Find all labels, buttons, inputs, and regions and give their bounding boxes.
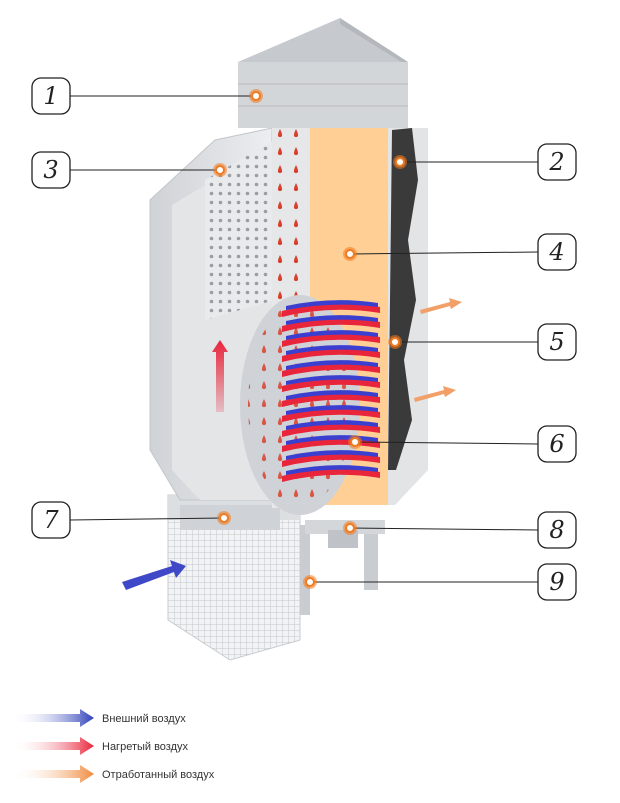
callout-number: 5 — [549, 328, 564, 356]
callout-box — [537, 143, 577, 181]
legend-label: Отработанный воздух — [102, 769, 215, 781]
cold-fin — [286, 465, 378, 475]
cold-fin — [286, 315, 378, 325]
callout-8: 8 — [343, 511, 577, 549]
callout-2: 2 — [393, 143, 577, 181]
perforated-panel — [205, 140, 275, 320]
support-frame — [296, 520, 385, 615]
callout-6: 6 — [348, 425, 577, 463]
leader-line — [69, 517, 225, 521]
callout-number: 3 — [43, 156, 58, 184]
callout-box — [31, 501, 71, 539]
marker-dot — [251, 91, 261, 101]
marker-dot — [219, 513, 229, 523]
cold-fin — [286, 345, 378, 355]
callout-1: 1 — [31, 77, 263, 115]
cold-fin — [286, 450, 378, 460]
air-intake-section — [167, 494, 301, 661]
callout-box — [537, 323, 577, 361]
callout-box — [31, 151, 71, 189]
flow-arrows — [122, 298, 462, 590]
callout-number: 2 — [548, 148, 564, 176]
callout-4: 4 — [343, 233, 577, 271]
callout-5: 5 — [388, 323, 577, 361]
hot-fin — [282, 363, 380, 377]
marker-dot — [395, 157, 405, 167]
marker-dot — [345, 523, 355, 533]
hot-fin — [282, 348, 380, 362]
roof — [238, 18, 408, 128]
heated-air-up-arrow — [212, 340, 228, 412]
leader-line — [354, 441, 539, 445]
cold-fin — [286, 360, 378, 370]
cold-fin — [286, 330, 378, 340]
callout-number: 7 — [43, 506, 59, 534]
legend-arrow-icon — [12, 709, 94, 727]
hot-fin — [282, 453, 380, 467]
cold-fin — [286, 300, 378, 310]
marker-dot — [215, 165, 225, 175]
legend-label: Нагретый воздух — [102, 741, 189, 753]
marker-dot — [390, 337, 400, 347]
callout-number: 8 — [549, 516, 564, 544]
exhaust-arrow-upper — [420, 298, 462, 314]
cold-fin — [286, 420, 378, 430]
legend-item: Нагретый воздух — [12, 737, 189, 755]
hot-fin — [282, 408, 380, 422]
callout-number: 9 — [549, 568, 564, 596]
legend-arrow-icon — [12, 737, 94, 755]
right-wall — [388, 128, 428, 505]
hot-fin — [282, 303, 380, 317]
callout-layer: 1 2 3 4 5 6 7 8 9 — [31, 77, 577, 601]
marker-dot — [345, 249, 355, 259]
legend-item: Внешний воздух — [12, 709, 186, 727]
callout-7: 7 — [31, 501, 231, 539]
callout-number: 4 — [548, 238, 564, 266]
hot-fin — [282, 318, 380, 332]
cold-fin — [286, 405, 378, 415]
marker-dot — [350, 437, 360, 447]
hot-fin — [282, 423, 380, 437]
callout-3: 3 — [31, 151, 227, 189]
hot-fin — [282, 393, 380, 407]
cold-fin — [286, 375, 378, 385]
callout-box — [537, 511, 577, 549]
callout-box — [537, 563, 577, 601]
leader-line — [349, 527, 539, 531]
callout-box — [537, 233, 577, 271]
hot-fin — [282, 333, 380, 347]
legend-arrow-icon — [12, 765, 94, 783]
cold-fin — [286, 390, 378, 400]
legend-label: Внешний воздух — [102, 713, 186, 725]
leader-line — [349, 251, 539, 255]
heat-exchanger — [240, 295, 380, 515]
callout-box — [31, 77, 71, 115]
marker-dot — [305, 577, 315, 587]
callout-number: 1 — [43, 82, 58, 110]
callout-number: 6 — [549, 430, 564, 458]
outside-air-inlet-arrow — [122, 560, 186, 590]
callout-9: 9 — [303, 563, 577, 601]
legend-item: Отработанный воздух — [12, 765, 215, 783]
callout-box — [537, 425, 577, 463]
exhaust-arrow-lower — [414, 386, 456, 402]
hot-fin — [282, 468, 380, 482]
hot-fin — [282, 378, 380, 392]
